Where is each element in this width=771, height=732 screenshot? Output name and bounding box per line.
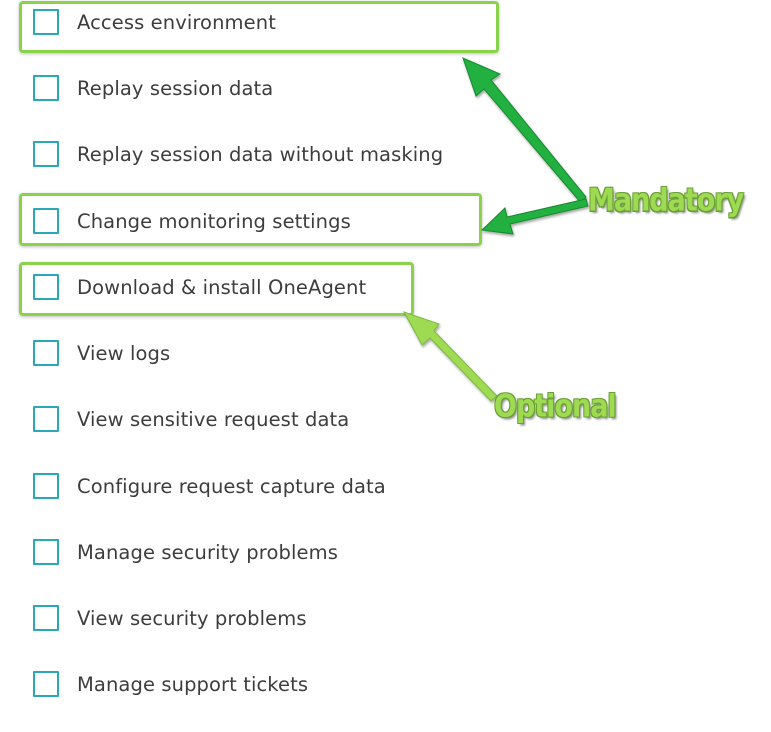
access-environment-checkbox[interactable] bbox=[33, 9, 59, 35]
mandatory-arrow-to-access-environment bbox=[462, 57, 587, 204]
manage-support-tickets-checkbox[interactable] bbox=[33, 671, 59, 697]
permission-row-view-sensitive-request-data[interactable]: View sensitive request data bbox=[33, 404, 349, 434]
permission-row-change-monitoring-settings[interactable]: Change monitoring settings bbox=[33, 206, 351, 236]
permission-row-manage-security-problems[interactable]: Manage security problems bbox=[33, 537, 338, 567]
optional-arrow-to-download-oneagent bbox=[402, 311, 498, 402]
view-security-problems-checkbox[interactable] bbox=[33, 605, 59, 631]
permission-row-access-environment[interactable]: Access environment bbox=[33, 7, 276, 37]
permission-label: Manage support tickets bbox=[77, 672, 309, 696]
permission-label: Manage security problems bbox=[77, 540, 338, 564]
download-install-oneagent-checkbox[interactable] bbox=[33, 274, 59, 300]
permission-row-view-logs[interactable]: View logs bbox=[33, 338, 170, 368]
view-sensitive-request-data-checkbox[interactable] bbox=[33, 406, 59, 432]
view-logs-checkbox[interactable] bbox=[33, 340, 59, 366]
permission-label: View security problems bbox=[77, 606, 307, 630]
mandatory-arrow-to-change-monitoring bbox=[480, 198, 589, 235]
optional-annotation-label: Optional bbox=[494, 389, 617, 425]
mandatory-annotation-label: Mandatory bbox=[588, 183, 744, 219]
replay-session-data-checkbox[interactable] bbox=[33, 75, 59, 101]
change-monitoring-settings-checkbox[interactable] bbox=[33, 208, 59, 234]
permission-row-configure-request-capture-data[interactable]: Configure request capture data bbox=[33, 471, 386, 501]
permission-label: Replay session data bbox=[77, 76, 274, 100]
replay-without-masking-checkbox[interactable] bbox=[33, 141, 59, 167]
permission-row-replay-session-data[interactable]: Replay session data bbox=[33, 73, 273, 103]
permission-label: Access environment bbox=[77, 10, 276, 34]
configure-request-capture-data-checkbox[interactable] bbox=[33, 473, 59, 499]
permission-label: Configure request capture data bbox=[77, 474, 386, 498]
permission-row-view-security-problems[interactable]: View security problems bbox=[33, 603, 307, 633]
permission-label: Change monitoring settings bbox=[77, 209, 351, 233]
permission-label: View logs bbox=[77, 341, 171, 365]
permission-row-replay-without-masking[interactable]: Replay session data without masking bbox=[33, 139, 443, 169]
permission-label: Replay session data without masking bbox=[77, 142, 444, 166]
manage-security-problems-checkbox[interactable] bbox=[33, 539, 59, 565]
permission-row-manage-support-tickets[interactable]: Manage support tickets bbox=[33, 669, 308, 699]
permission-label: Download & install OneAgent bbox=[77, 275, 367, 299]
permission-label: View sensitive request data bbox=[77, 407, 350, 431]
permission-row-download-install-oneagent[interactable]: Download & install OneAgent bbox=[33, 272, 366, 302]
